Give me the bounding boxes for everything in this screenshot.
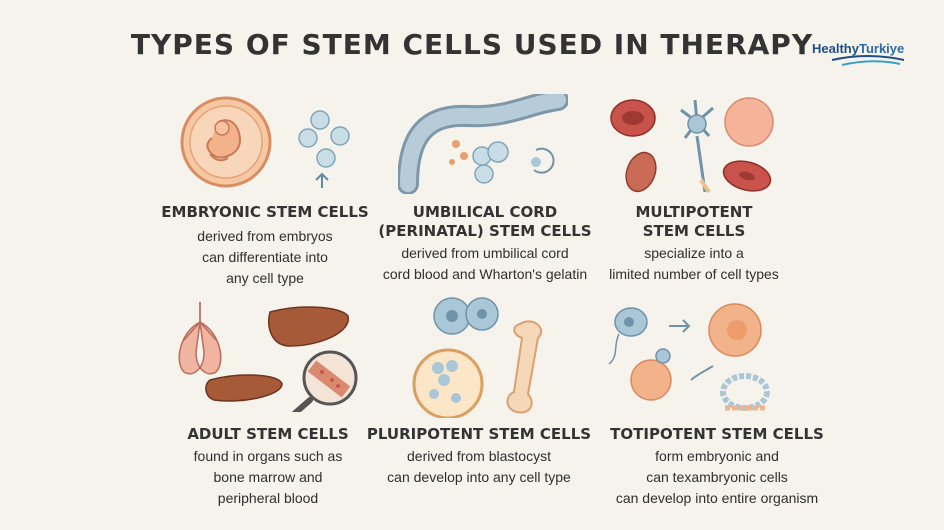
umbilical-cord-stem-cells-card: UMBILICAL CORD (PERINATAL) STEM CELLS de…: [335, 203, 635, 285]
card-title: (PERINATAL) STEM CELLS: [378, 222, 592, 240]
card-desc-line: found in organs such as: [193, 448, 343, 464]
card-desc-line: limited number of cell types: [609, 266, 779, 282]
card-desc-line: derived from embryos: [197, 228, 333, 244]
adult-organs-illustration-icon: [178, 302, 358, 412]
card-title: MULTIPOTENT: [635, 203, 753, 221]
card-desc-line: can differentiate into: [202, 249, 328, 265]
card-desc-line: can texambryonic cells: [646, 469, 788, 485]
card-title: STEM CELLS: [642, 222, 746, 240]
card-title: TOTIPOTENT STEM CELLS: [610, 425, 824, 443]
embryonic-stem-cells-card: EMBRYONIC STEM CELLS derived from embryo…: [115, 203, 415, 289]
card-title: ADULT STEM CELLS: [187, 425, 349, 443]
healthy-turkiye-logo: HealthyTurkiye: [812, 40, 912, 74]
pluripotent-stem-cells-card: PLURIPOTENT STEM CELLS derived from blas…: [329, 425, 629, 488]
card-desc-line: peripheral blood: [217, 490, 319, 506]
logo-text: HealthyTurkiye: [812, 41, 905, 56]
card-desc-line: can develop into any cell type: [387, 469, 571, 485]
card-title: UMBILICAL CORD: [412, 203, 558, 221]
card-desc-line: cord blood and Wharton's gelatin: [382, 266, 588, 282]
embryo-illustration-icon: [180, 96, 350, 188]
umbilical-cord-illustration-icon: [398, 94, 568, 194]
adult-stem-cells-card: ADULT STEM CELLS found in organs such as…: [118, 425, 418, 509]
totipotent-cells-illustration-icon: [608, 303, 770, 411]
card-title: PLURIPOTENT STEM CELLS: [366, 425, 592, 443]
card-desc-line: derived from umbilical cord: [401, 245, 569, 261]
card-desc-line: form embryonic and: [655, 448, 779, 464]
card-desc-line: bone marrow and: [213, 469, 323, 485]
card-desc-line: any cell type: [226, 270, 304, 286]
card-title: EMBRYONIC STEM CELLS: [161, 203, 369, 221]
totipotent-stem-cells-card: TOTIPOTENT STEM CELLS form embryonic and…: [567, 425, 867, 509]
pluripotent-blastocyst-illustration-icon: [412, 297, 543, 418]
card-desc-line: specialize into a: [644, 245, 744, 261]
page-title: TYPES OF STEM CELLS USED IN THERAPY: [130, 28, 814, 61]
card-desc-line: derived from blastocyst: [407, 448, 551, 464]
logo-wave-icon: [831, 55, 905, 66]
multipotent-cells-illustration-icon: [610, 97, 774, 194]
card-desc-line: can develop into entire organism: [615, 490, 819, 506]
multipotent-stem-cells-card: MULTIPOTENT STEM CELLS specialize into a…: [544, 203, 844, 285]
